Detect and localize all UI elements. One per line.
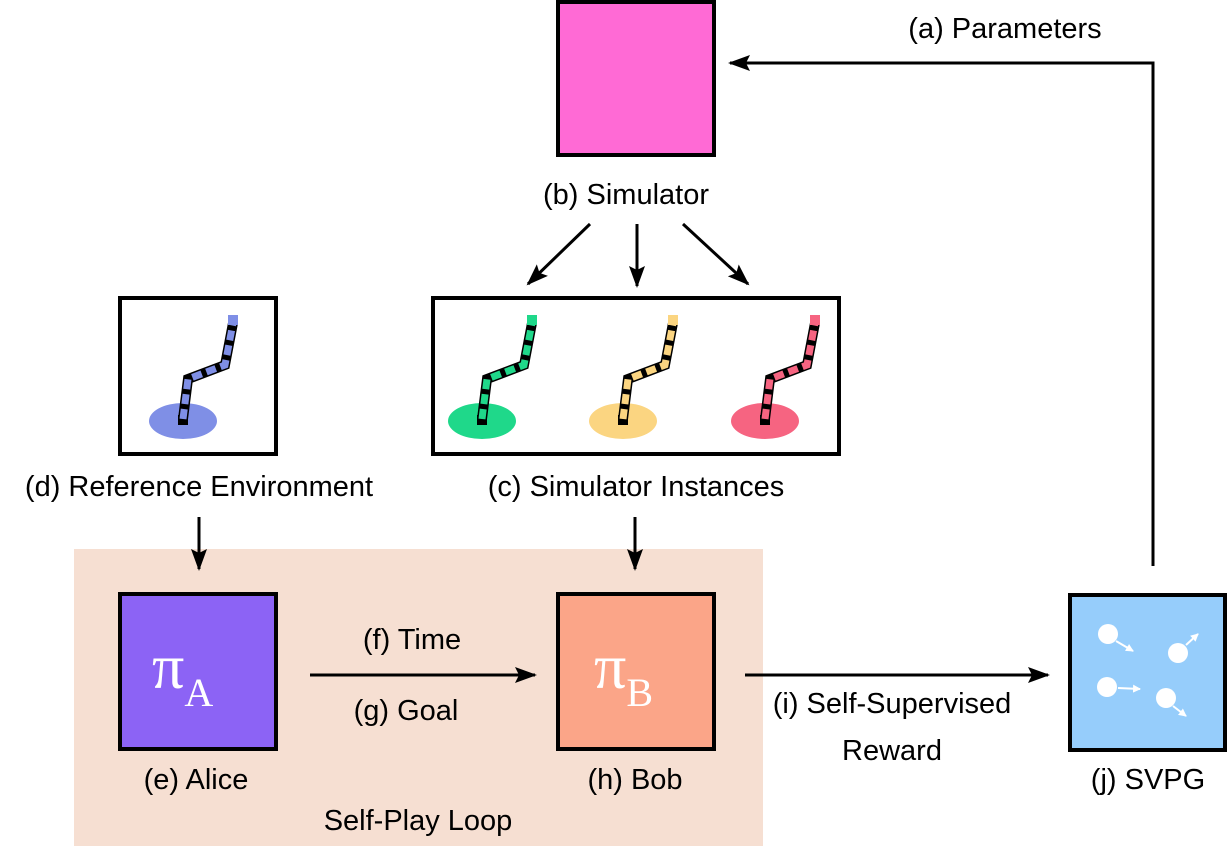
goal-label: (g) Goal — [354, 695, 459, 727]
svpg-label: (j) SVPG — [1091, 764, 1205, 796]
reference-environment-label: (d) Reference Environment — [25, 471, 373, 503]
bob-label: (h) Bob — [587, 764, 682, 796]
yellow-arm-icon — [589, 315, 678, 439]
reward-label-line1: (i) Self-Supervised — [773, 688, 1012, 720]
simulator-label: (b) Simulator — [543, 179, 709, 211]
reward-label-line2: Reward — [842, 735, 942, 767]
alice-policy-symbol: πA — [152, 631, 213, 715]
svpg-particles-icon — [1097, 624, 1199, 717]
time-label: (f) Time — [363, 624, 461, 656]
reference-arm-icon — [149, 315, 238, 439]
alice-label: (e) Alice — [144, 764, 249, 796]
svpg-box — [1068, 593, 1227, 752]
sim-to-instance-arrow-right — [681, 222, 750, 286]
sim-to-instance-arrow-left — [526, 222, 592, 286]
bob-policy-symbol: πB — [594, 631, 653, 715]
parameters-label: (a) Parameters — [908, 13, 1101, 45]
simulator-box — [556, 0, 716, 157]
self-play-loop-label: Self-Play Loop — [324, 805, 513, 837]
green-arm-icon — [448, 315, 537, 439]
bob-box — [556, 592, 716, 751]
simulator-instances-label: (c) Simulator Instances — [488, 471, 785, 503]
alice-box — [118, 592, 278, 751]
parameters-arrow — [728, 55, 1155, 566]
red-arm-icon — [731, 315, 820, 439]
